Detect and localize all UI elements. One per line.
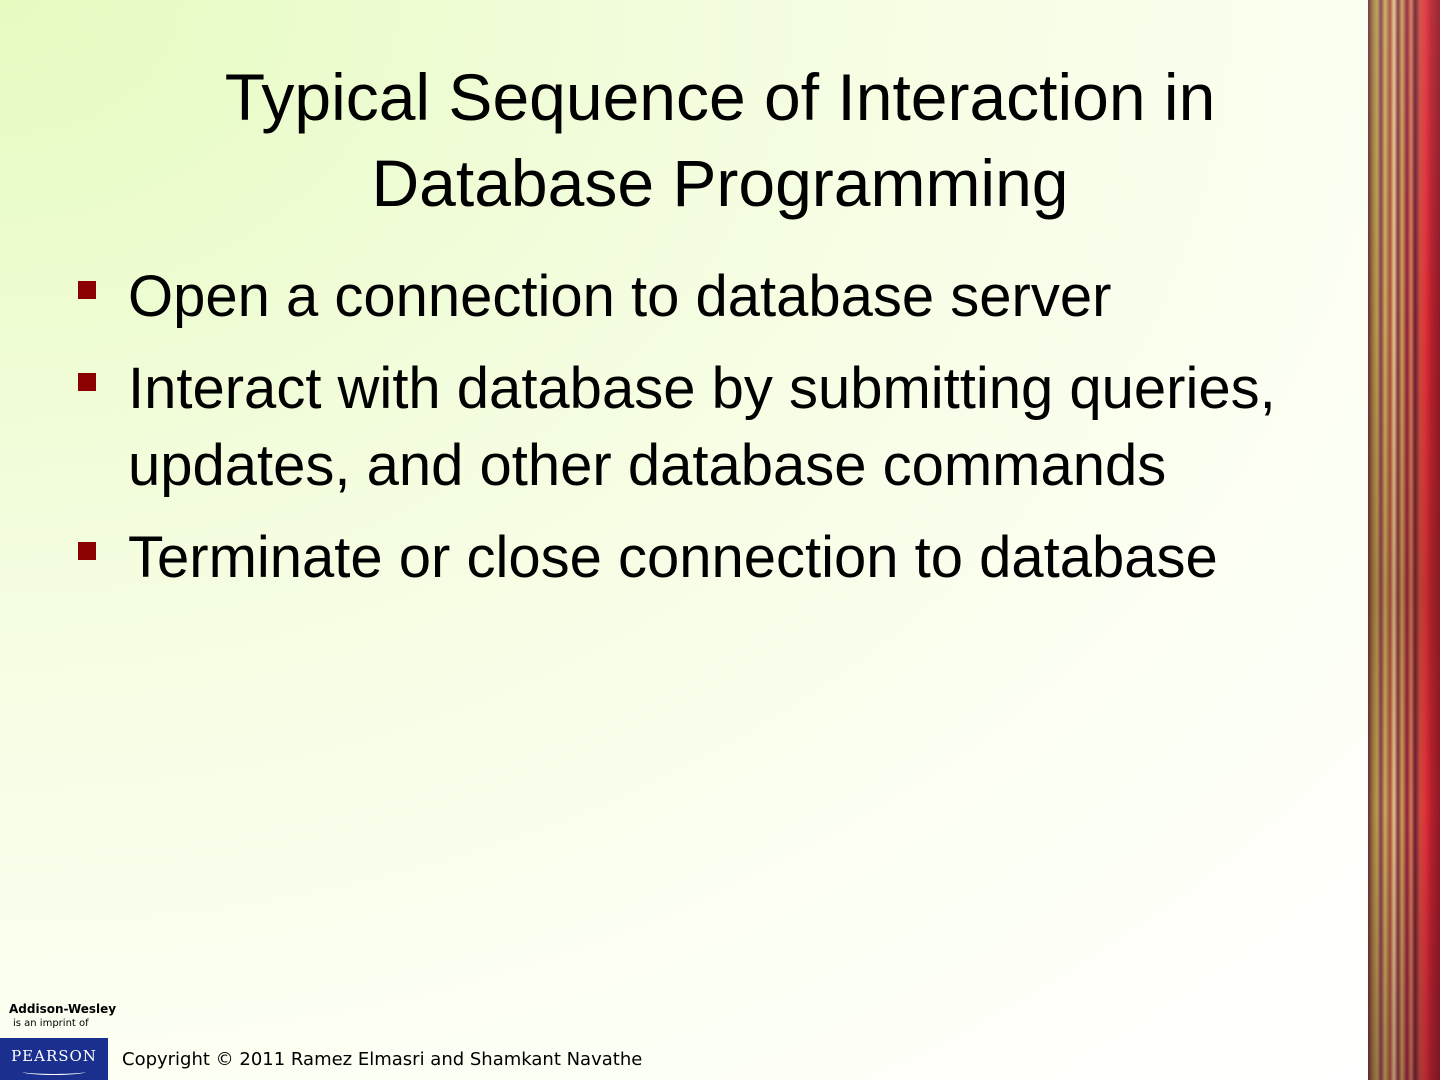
square-bullet-icon — [78, 281, 96, 299]
imprint-text: is an imprint of — [13, 1018, 89, 1029]
copyright-notice: Copyright © 2011 Ramez Elmasri and Shamk… — [122, 1049, 643, 1070]
slide-title: Typical Sequence of Interaction in Datab… — [140, 54, 1300, 226]
square-bullet-icon — [78, 373, 96, 391]
publisher-name: Addison-Wesley — [9, 1002, 117, 1016]
title-line-2: Database Programming — [371, 146, 1069, 220]
bullet-text: Open a connection to database server — [128, 264, 1112, 329]
bullet-text: Interact with database by submitting que… — [128, 356, 1276, 498]
decorative-side-strip — [1368, 0, 1440, 1080]
title-line-1: Typical Sequence of Interaction in — [224, 60, 1216, 134]
bullet-item: Interact with database by submitting que… — [72, 350, 1352, 504]
bullet-item: Open a connection to database server — [72, 258, 1352, 335]
square-bullet-icon — [78, 542, 96, 560]
pearson-logo: PEARSON — [0, 1038, 108, 1080]
bullet-item: Terminate or close connection to databas… — [72, 519, 1352, 596]
bullet-text: Terminate or close connection to databas… — [128, 525, 1218, 590]
pearson-logo-text: PEARSON — [11, 1047, 97, 1065]
bullet-list: Open a connection to database server Int… — [72, 258, 1352, 611]
pearson-swoosh-icon — [22, 1068, 86, 1075]
